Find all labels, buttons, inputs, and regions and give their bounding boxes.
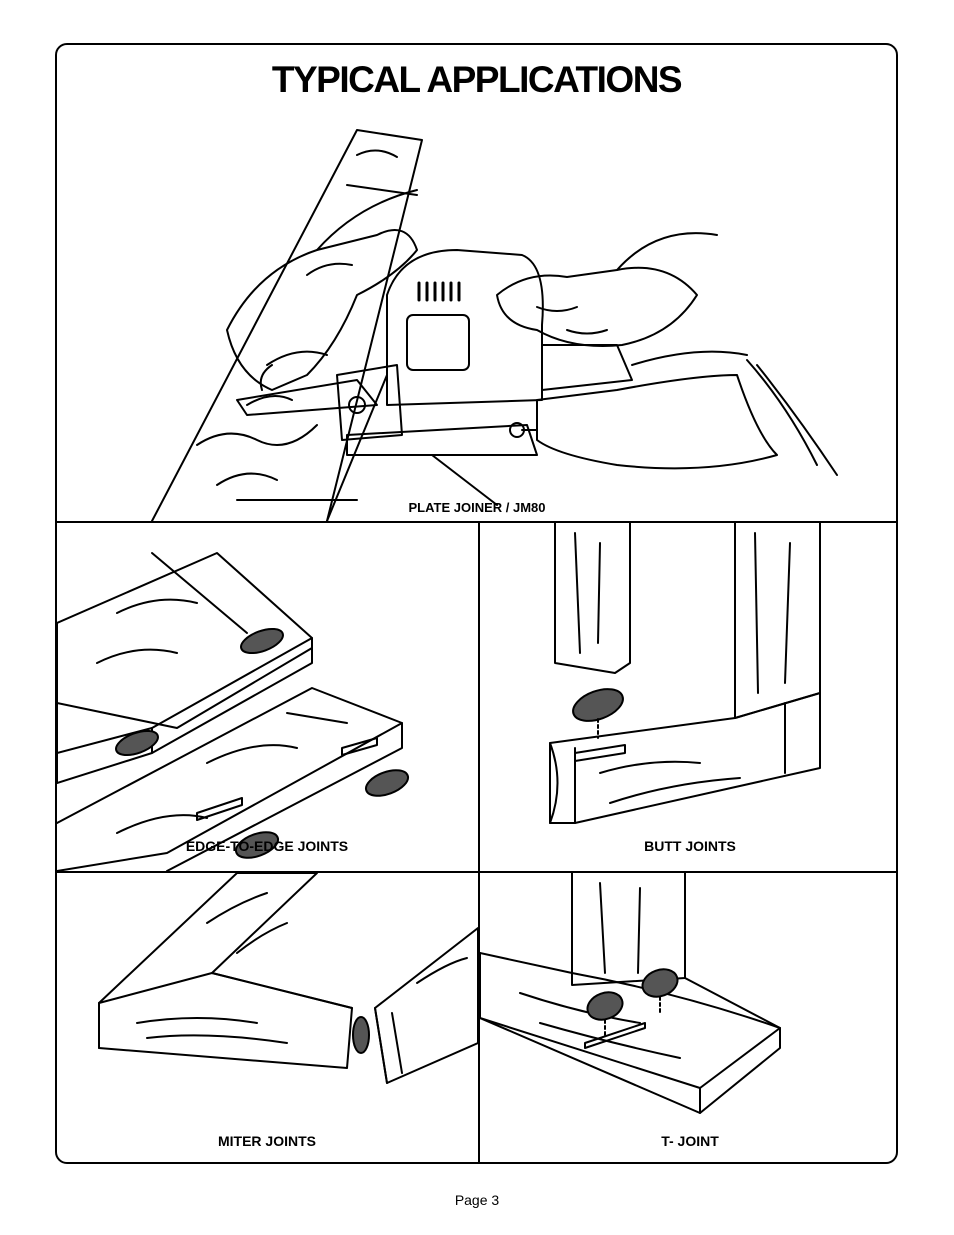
butt-joints-caption: BUTT JOINTS [644,838,736,854]
miter-joints-panel: MITER JOINTS [57,873,478,1162]
divider-top [57,521,896,523]
divider-middle [57,871,896,873]
miter-joints-caption: MITER JOINTS [217,1133,316,1149]
edge-to-edge-caption: EDGE-TO-EDGE JOINTS [185,838,349,854]
edge-to-edge-panel: EDGE-TO-EDGE JOINTS [57,523,478,871]
applications-frame: TYPICAL APPLICATIONS [55,43,898,1164]
plate-joiner-illustration [151,129,838,521]
page-number: Page 3 [454,1192,500,1208]
edge-to-edge-illustration [57,552,410,871]
t-joint-caption: T- JOINT [661,1133,719,1149]
butt-joints-illustration [549,523,821,824]
miter-joints-illustration [98,873,478,1084]
butt-joints-panel: BUTT JOINTS [480,523,896,871]
t-joint-panel: T- JOINT [480,873,896,1162]
page-title: TYPICAL APPLICATIONS [271,59,683,100]
divider-vertical [478,521,480,1162]
plate-joiner-panel: PLATE JOINER / JM80 [57,45,896,521]
t-joint-illustration [480,873,781,1114]
plate-joiner-caption: PLATE JOINER / JM80 [408,500,546,515]
